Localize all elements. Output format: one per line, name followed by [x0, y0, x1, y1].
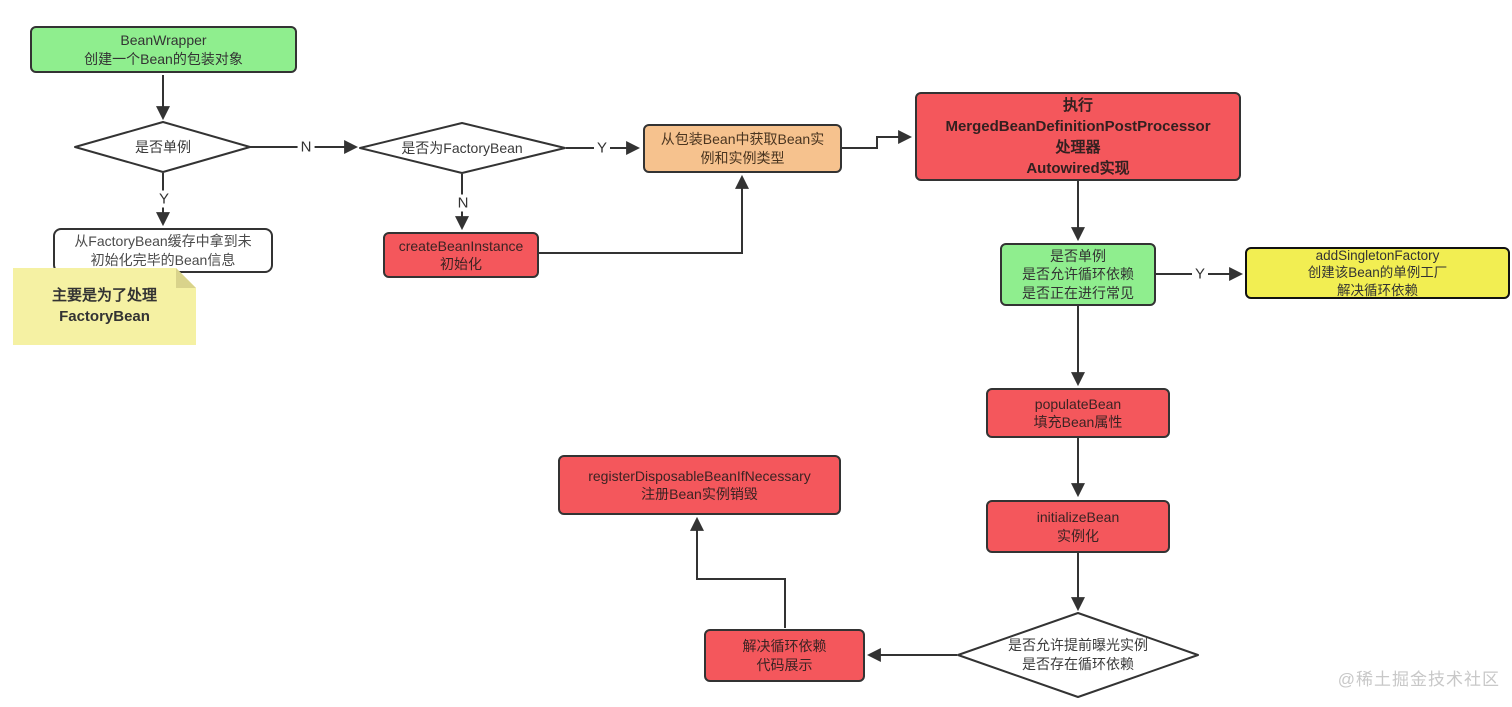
node-line: 创建该Bean的单例工厂 [1307, 265, 1448, 281]
node-line: Autowired实现 [1026, 159, 1130, 177]
node-line: registerDisposableBeanIfNecessary [588, 467, 811, 484]
node-line: populateBean [1034, 395, 1122, 412]
node-line: 是否正在进行常见 [1022, 284, 1134, 301]
label-early-exposure: 是否允许提前曝光实例 是否存在循环依赖 [998, 635, 1158, 675]
node-resolve-circular: 解决循环依赖 代码展示 [704, 629, 865, 682]
node-line: 初始化 [440, 256, 482, 272]
node-merged-processor: 执行 MergedBeanDefinitionPostProcessor 处理器… [915, 92, 1241, 181]
node-line: FactoryBean [59, 307, 150, 325]
label-is-factorybean: 是否为FactoryBean [387, 135, 537, 161]
node-line: 从包装Bean中获取Bean实 [660, 131, 825, 148]
node-circular-check: 是否单例 是否允许循环依赖 是否正在进行常见 [1000, 243, 1156, 306]
node-line: initializeBean [1036, 509, 1120, 526]
node-factorybean-cache: 从FactoryBean缓存中拿到未 初始化完毕的Bean信息 [53, 228, 273, 273]
node-line: 处理器 [1055, 138, 1101, 156]
node-line: 填充Bean属性 [1033, 414, 1123, 430]
node-line: 例和实例类型 [700, 149, 785, 166]
edge-label-y: Y [155, 190, 173, 208]
node-line: 是否允许循环依赖 [1022, 266, 1134, 283]
node-get-instance: 从包装Bean中获取Bean实 例和实例类型 [643, 124, 842, 173]
node-register-disposable: registerDisposableBeanIfNecessary 注册Bean… [558, 455, 841, 515]
node-line: 解决循环依赖 [742, 638, 827, 655]
edge-label-n: N [297, 138, 315, 156]
node-initialize-bean: initializeBean 实例化 [986, 500, 1170, 553]
node-line: 代码展示 [756, 656, 813, 673]
node-line: 是否单例 [135, 138, 191, 155]
sticky-note: 主要是为了处理 FactoryBean [13, 268, 196, 345]
node-populate-bean: populateBean 填充Bean属性 [986, 388, 1170, 438]
node-line: 是否存在循环依赖 [1022, 656, 1134, 672]
node-line: MergedBeanDefinitionPostProcessor [945, 117, 1211, 135]
node-line: 是否允许提前曝光实例 [1008, 637, 1148, 654]
connector-resolvecircular-to-registerdisposable [690, 516, 786, 628]
node-line: 是否为FactoryBean [401, 139, 523, 156]
node-line: 实例化 [1057, 527, 1099, 544]
node-line: createBeanInstance [398, 237, 524, 254]
node-line: 是否单例 [1050, 247, 1106, 264]
node-line: 解决循环依赖 [1337, 282, 1418, 298]
label-is-singleton: 是否单例 [88, 134, 238, 160]
node-line: 从FactoryBean缓存中拿到未 [74, 233, 252, 250]
diamond-is-factorybean [359, 122, 566, 174]
node-line: 注册Bean实例销毁 [641, 486, 758, 502]
connector-getinstance-to-mergedprocessor [842, 130, 913, 149]
edge-label-y: Y [593, 139, 611, 157]
edge-label-n: N [454, 194, 472, 212]
node-line: 创建一个Bean的包装对象 [84, 50, 243, 67]
node-bean-wrapper: BeanWrapper 创建一个Bean的包装对象 [30, 26, 297, 73]
node-add-singleton-factory: addSingletonFactory 创建该Bean的单例工厂 解决循环依赖 [1245, 247, 1510, 299]
node-line: 初始化完毕的Bean信息 [90, 251, 236, 268]
edge-label-y: Y [1191, 265, 1209, 283]
node-line: 主要是为了处理 [51, 287, 157, 305]
node-line: addSingletonFactory [1315, 248, 1440, 264]
diamond-early-exposure [957, 612, 1199, 698]
node-create-bean-instance: createBeanInstance 初始化 [383, 232, 539, 278]
node-line: 执行 [1062, 96, 1093, 114]
watermark: @稀土掘金技术社区 [1337, 670, 1500, 689]
connector-createbean-to-getinstance [538, 174, 749, 254]
node-line: BeanWrapper [120, 32, 207, 49]
